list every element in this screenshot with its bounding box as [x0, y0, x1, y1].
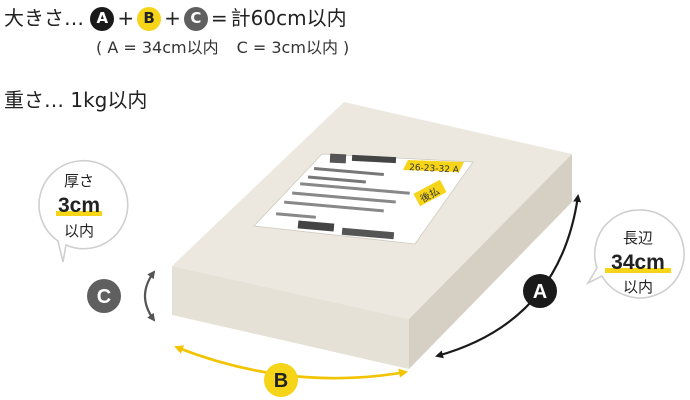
svg-text:A: A — [533, 281, 547, 303]
svg-text:C: C — [97, 286, 111, 308]
size-note-a: A = 34cm以内 — [107, 38, 219, 57]
thickness-highlight — [56, 211, 102, 216]
plus-sign: + — [117, 6, 135, 30]
size-note-close: ) — [343, 38, 350, 57]
badge-b-icon: B — [137, 6, 162, 31]
weight-requirement-line: 重さ… 1kg以内 — [4, 88, 148, 112]
marker-a-icon: A — [523, 274, 557, 308]
length-callout-title: 長辺 — [623, 230, 653, 247]
size-note: ( A = 34cm以内 C = 3cm以内 ) — [96, 38, 349, 58]
size-label: 大きさ… — [4, 6, 84, 30]
thickness-arrow — [143, 270, 156, 322]
length-callout-suffix: 以内 — [623, 279, 653, 296]
size-note-open: ( — [96, 38, 103, 57]
size-requirement-line: 大きさ… A+B+C=計60cm以内 — [4, 6, 347, 32]
badge-a-icon: A — [90, 6, 115, 31]
badge-c-icon: C — [183, 6, 208, 31]
thickness-callout-suffix: 以内 — [64, 223, 94, 240]
length-callout-value: 34cm — [611, 251, 665, 274]
plus-sign: + — [164, 6, 181, 30]
thickness-callout-value: 3cm — [58, 194, 100, 217]
length-highlight — [605, 268, 671, 273]
equals-sign: = — [210, 6, 228, 30]
thickness-callout: 厚さ 3cm 以内 — [38, 159, 129, 263]
label-stamp-box — [413, 179, 447, 207]
marker-c-icon: C — [87, 279, 121, 313]
marker-b-icon: B — [264, 363, 298, 397]
shipping-label: 26-23-32 A 後払 — [253, 153, 474, 245]
thickness-callout-title: 厚さ — [64, 173, 94, 190]
size-total: 計60cm以内 — [230, 6, 347, 30]
length-callout: 長辺 34cm 以内 — [585, 209, 685, 299]
svg-text:B: B — [274, 370, 288, 392]
label-sort-code: 26-23-32 A — [409, 163, 460, 176]
box-front-face — [172, 266, 409, 369]
size-note-c: C = 3cm以内 — [236, 38, 338, 57]
